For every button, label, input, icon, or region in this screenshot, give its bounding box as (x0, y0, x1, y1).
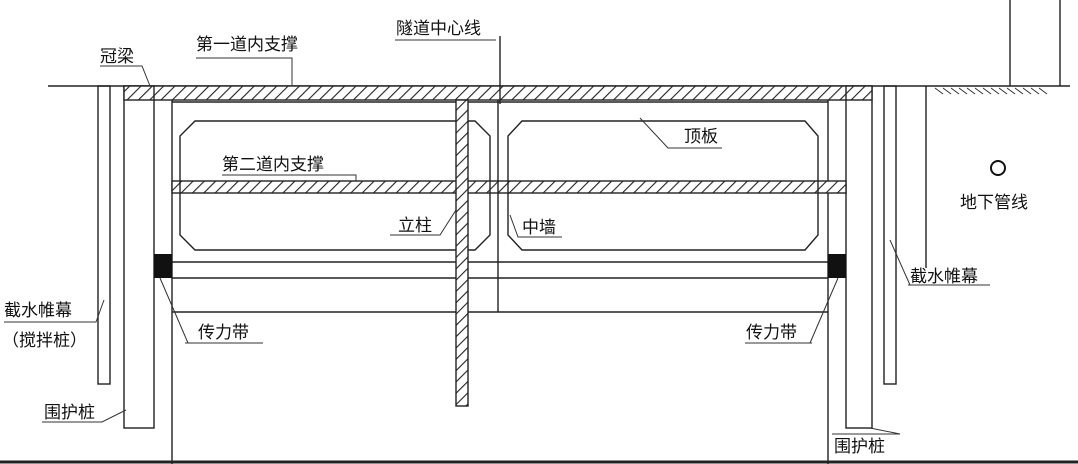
label-tunnel-centerline: 隧道中心线 (396, 19, 481, 39)
label-crown-beam: 冠梁 (100, 47, 134, 67)
label-middle-wall: 中墙 (522, 218, 556, 238)
ground-symbol (934, 87, 1048, 95)
underground-pipeline-icon (990, 160, 1006, 176)
label-column: 立柱 (398, 216, 432, 236)
label-water-curtain-right: 截水帷幕 (910, 267, 978, 287)
force-band-left (154, 254, 172, 278)
label-retaining-pile-left: 围护桩 (44, 403, 95, 423)
tunnel-cell-right (507, 120, 819, 251)
building (1009, 0, 1061, 86)
tunnel-cell-left (179, 120, 491, 251)
force-band-right (828, 254, 846, 278)
water-curtain-left (97, 85, 111, 385)
label-second-strut: 第二道内支撑 (222, 155, 324, 175)
label-first-strut: 第一道内支撑 (196, 35, 298, 55)
water-curtain-right (883, 85, 897, 385)
label-water-curtain-left-sub: （搅拌桩） (2, 331, 87, 351)
label-force-band-left: 传力带 (198, 323, 249, 343)
label-retaining-pile-right: 围护桩 (834, 437, 885, 457)
label-roof-slab: 顶板 (684, 127, 718, 147)
retaining-pile-left (123, 85, 155, 429)
first-strut-band (123, 85, 873, 101)
second-strut-band (171, 180, 847, 194)
label-water-curtain-left: 截水帷幕 (4, 301, 72, 321)
leader-lines (4, 39, 990, 435)
label-force-band-right: 传力带 (746, 323, 797, 343)
label-underground-pipeline: 地下管线 (960, 193, 1028, 213)
column (455, 99, 469, 407)
retaining-pile-right (845, 85, 873, 429)
